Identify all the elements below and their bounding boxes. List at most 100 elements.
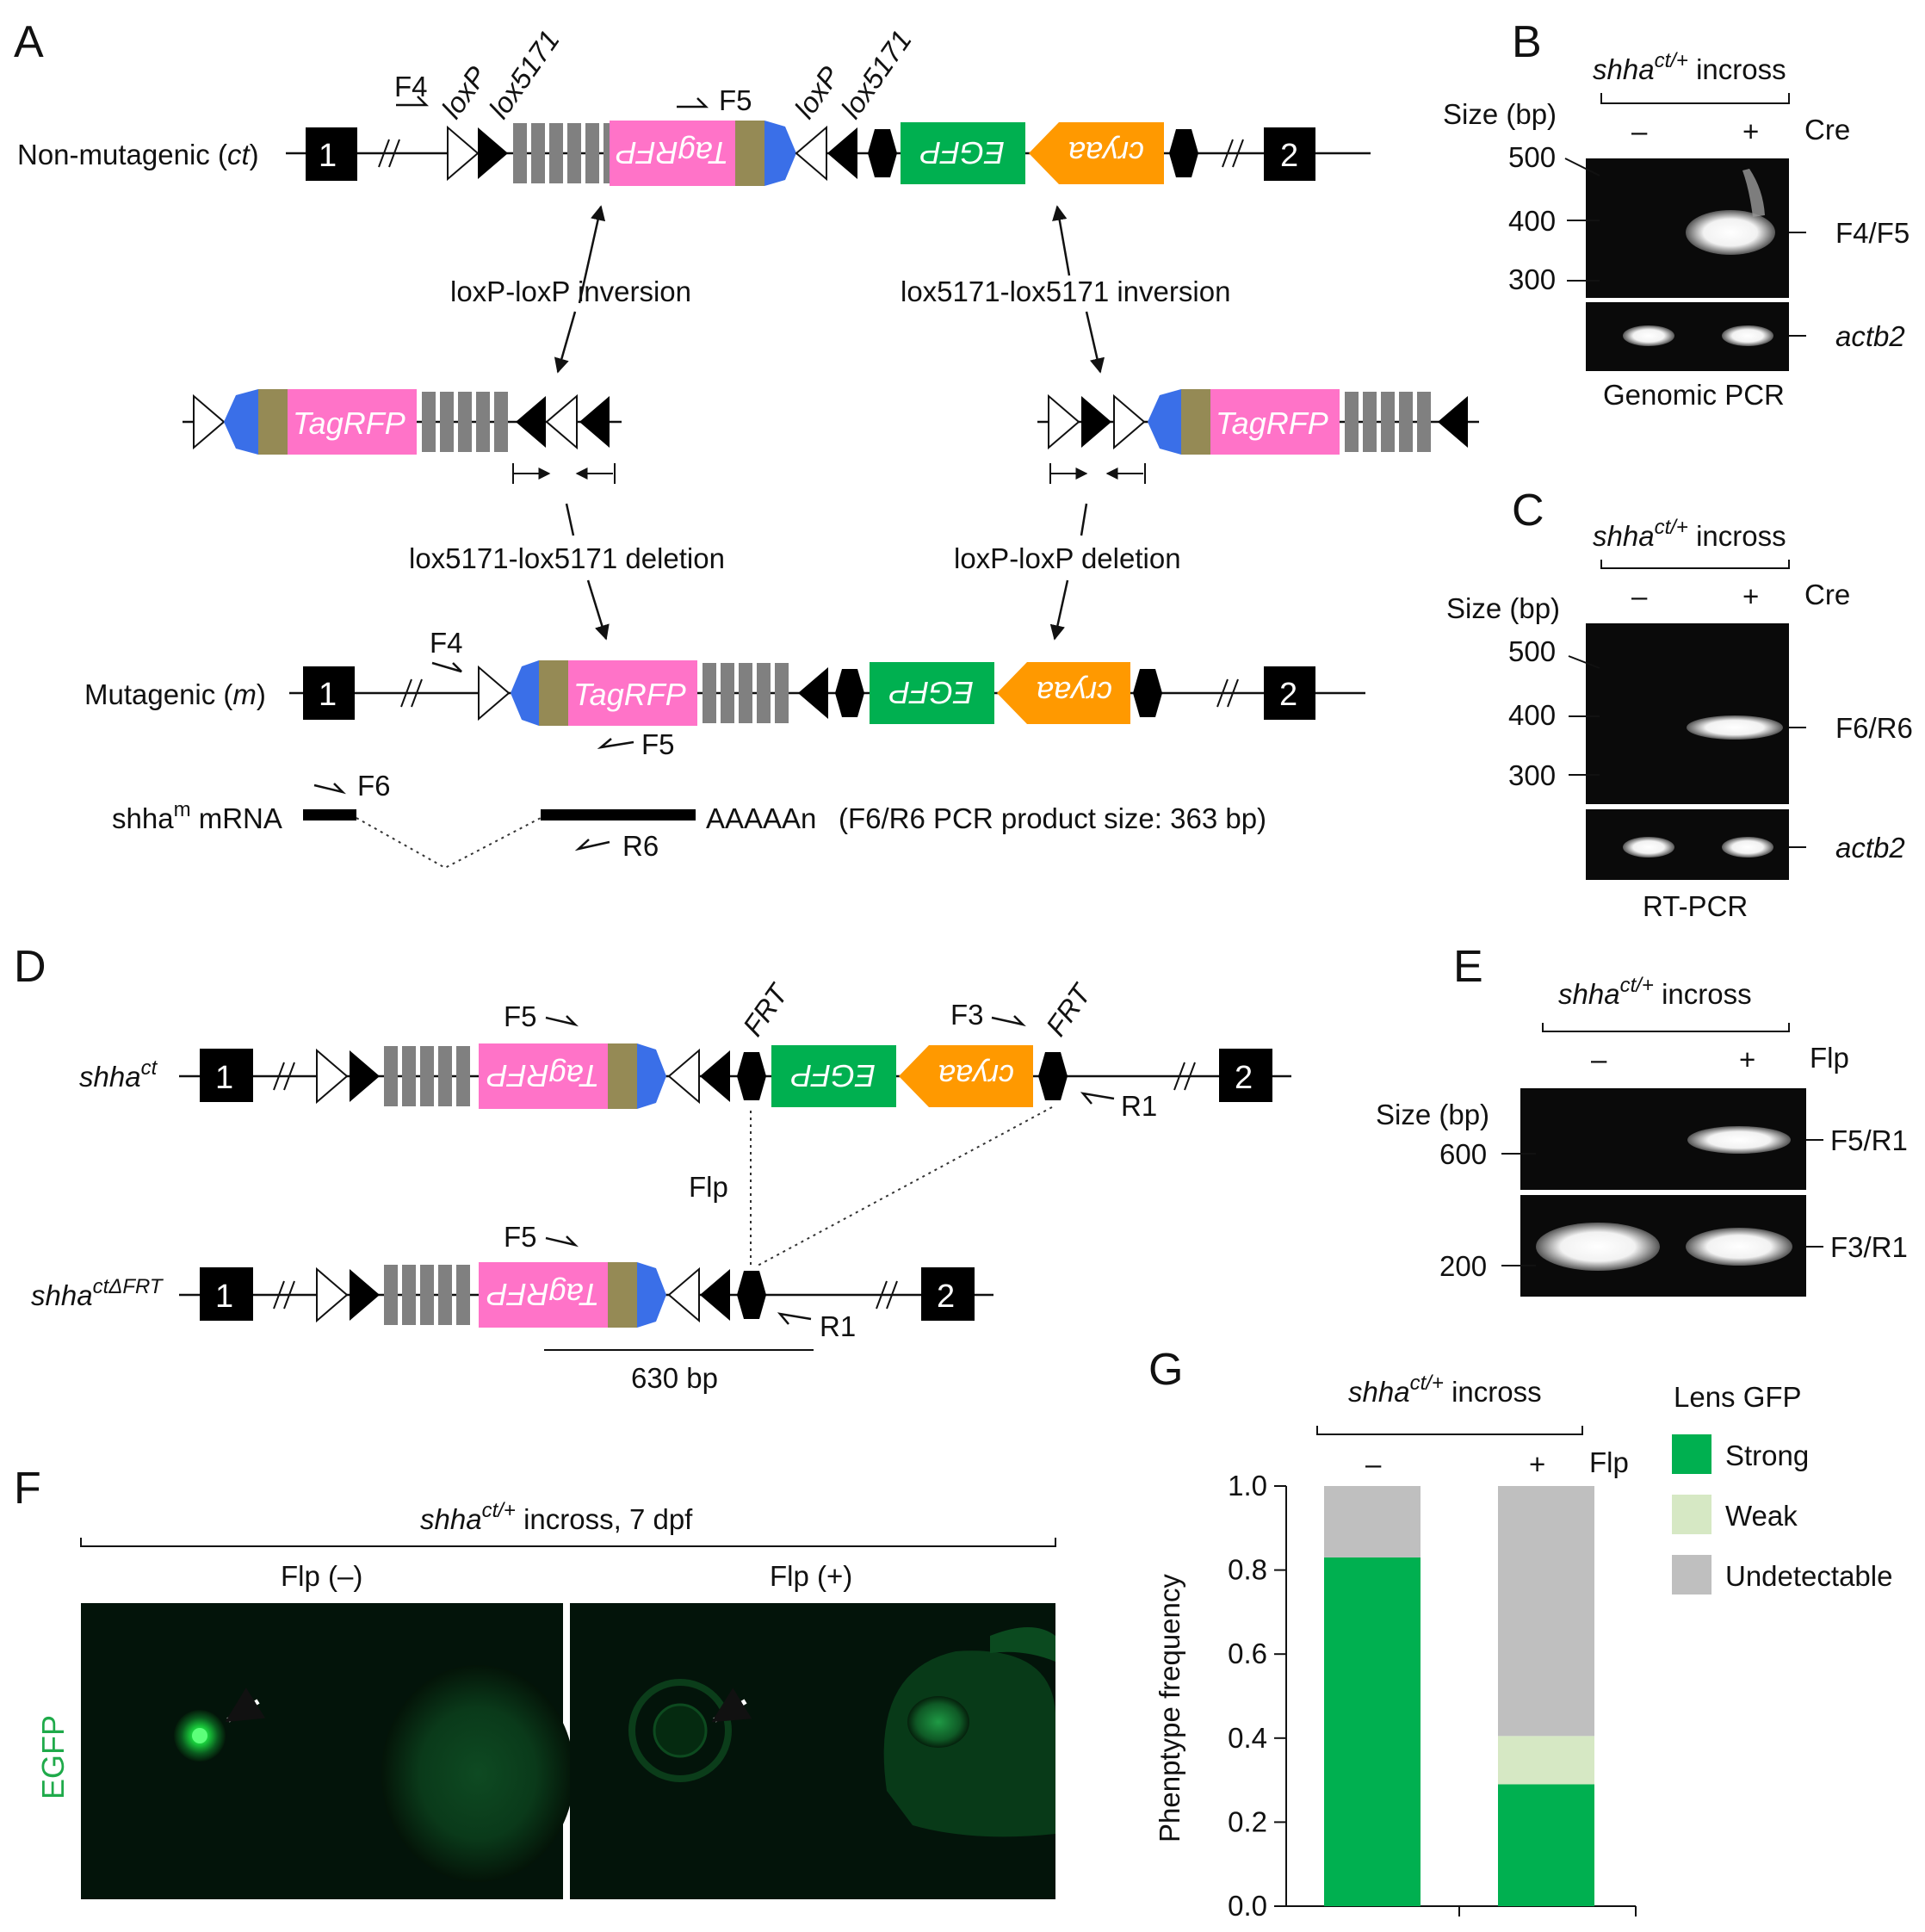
tagrfp-label: TagRFP	[1216, 406, 1328, 441]
ladder-300: 300	[1508, 759, 1556, 791]
primer-f4-label: F4	[394, 71, 428, 102]
exon-2-label: 2	[1279, 677, 1297, 713]
bar-undetectable-flp-plus	[1498, 1486, 1594, 1737]
shhact-dfrt-construct: shhactΔFRT 1 TagRFP 2 F5	[31, 1221, 993, 1394]
band-label-actb2: actb2	[1835, 832, 1905, 864]
tagrfp-label: TagRFP	[293, 406, 405, 441]
primer-r6-label: R6	[622, 830, 659, 862]
exon-1	[306, 127, 357, 181]
size-label: Size (bp)	[1376, 1099, 1489, 1130]
inversion-arrow-up	[1052, 205, 1071, 276]
break-mark	[378, 139, 400, 168]
loxp-inversion-label: loxP-loxP inversion	[450, 276, 691, 307]
primer-r1-arrow	[1080, 1092, 1115, 1105]
intermediate-right: TagRFP	[1037, 389, 1479, 484]
mutagenic-label: Mutagenic (m)	[84, 678, 266, 710]
channel-label: EGFP	[35, 1715, 71, 1799]
legend-swatch-weak	[1672, 1495, 1711, 1534]
lox5171-site	[478, 127, 508, 179]
primer-f3-arrow	[991, 1015, 1026, 1027]
ladder-500: 500	[1508, 635, 1556, 667]
inversion-arrow-down	[1085, 311, 1105, 374]
panel-c-letter: C	[1512, 486, 1544, 536]
frt-site	[868, 129, 897, 177]
legend: Lens GFP Strong Weak Undetectable	[1672, 1381, 1892, 1595]
deletion-arrow	[1049, 579, 1069, 641]
cryaa-label-inverted: cryaa	[1068, 135, 1144, 170]
lox5171-site-reverse	[827, 127, 857, 179]
linker-box	[735, 121, 764, 186]
mutagenic-construct: Mutagenic (m) 1 TagRFP EGFP cryaa	[84, 627, 1365, 760]
y-tick-label: 0.4	[1228, 1722, 1267, 1754]
band-f3r1-minus	[1536, 1223, 1660, 1271]
primer-r1-label: R1	[1121, 1090, 1157, 1122]
panel-a: A Non-mutagenic (ct) 1 TagRFP EGFP	[14, 17, 1479, 870]
loxp-deletion-label: loxP-loxP deletion	[954, 542, 1181, 574]
shhact-dfrt-label: shhactΔFRT	[31, 1275, 164, 1311]
enzyme-label: Cre	[1804, 579, 1850, 610]
primer-f5-arrow	[597, 738, 634, 749]
band-actb2-plus	[1722, 325, 1773, 346]
panel-f: F shhact/+ incross, 7 dpf Flp (–) Flp (+…	[14, 1464, 1056, 1899]
band-label-f6r6: F6/R6	[1835, 712, 1913, 744]
primer-f5-arrow	[677, 97, 709, 108]
image-title: shhact/+ incross, 7 dpf	[420, 1499, 693, 1535]
frt-site	[737, 1052, 766, 1100]
primer-r6-arrow	[574, 839, 610, 851]
condition-right-label: Flp (+)	[770, 1560, 852, 1592]
legend-swatch-strong	[1672, 1434, 1711, 1474]
cryaa-label-inverted: cryaa	[1037, 675, 1112, 710]
y-tick-label: 1.0	[1228, 1470, 1267, 1502]
arrow-icon	[225, 1687, 266, 1723]
y-axis: 0.00.20.40.60.81.0	[1228, 1470, 1637, 1922]
gel-title: shhact/+ incross	[1593, 516, 1786, 552]
band-actb2-minus	[1623, 837, 1674, 858]
frt-site	[1038, 1052, 1068, 1100]
exon-2	[1264, 127, 1315, 181]
loxp-label: loxP	[435, 60, 492, 124]
arrow-icon	[711, 1687, 752, 1723]
lox5171-label: lox5171	[834, 24, 918, 124]
band-f4f5	[1686, 210, 1775, 255]
ladder-500: 500	[1508, 141, 1556, 173]
panel-a-letter: A	[14, 17, 44, 67]
primer-f4-arrow	[431, 661, 462, 673]
stop-cassette	[513, 123, 617, 183]
band-f6r6	[1687, 715, 1783, 740]
gel-title: shhact/+ incross	[1593, 49, 1786, 85]
exon-1-label: 1	[319, 677, 337, 713]
loxp-label: loxP	[788, 60, 845, 124]
ladder-400: 400	[1508, 699, 1556, 731]
bar-strong-flp-minus	[1324, 1557, 1421, 1906]
exon-2-label: 2	[937, 1279, 955, 1315]
category-plus: +	[1529, 1448, 1545, 1480]
ladder-400: 400	[1508, 205, 1556, 237]
bar-strong-flp-plus	[1498, 1784, 1594, 1906]
panel-b-letter: B	[1512, 17, 1542, 67]
primer-f5-label: F5	[504, 1000, 537, 1032]
cryaa-arrow	[1029, 122, 1164, 184]
legend-label-undetectable: Undetectable	[1725, 1560, 1892, 1592]
flp-dotted-line	[757, 1106, 1053, 1266]
lane-minus: –	[1631, 580, 1648, 612]
panel-f-letter: F	[14, 1464, 41, 1514]
exon-1-label: 1	[215, 1060, 233, 1096]
loxp-site	[447, 125, 480, 182]
band-f3r1-plus	[1686, 1228, 1792, 1266]
intermediate-left: TagRFP	[183, 389, 622, 484]
lox5171-deletion-label: lox5171-lox5171 deletion	[409, 542, 725, 574]
inversion-arrow-up	[578, 205, 606, 304]
band-actb2-plus	[1722, 837, 1773, 858]
group-label: Flp	[1589, 1446, 1629, 1478]
legend-label-weak: Weak	[1725, 1500, 1798, 1532]
shhact-construct: shhact 1 TagRFP EGFP cryaa	[79, 976, 1291, 1122]
primer-f4-label: F4	[430, 627, 463, 659]
y-tick-label: 0.6	[1228, 1638, 1267, 1669]
tagrfp-box	[610, 121, 735, 186]
frt-label: FRT	[1039, 976, 1098, 1042]
exon-2-label: 2	[1280, 138, 1298, 174]
primer-f4-arrow	[396, 96, 430, 107]
break-mark	[1222, 139, 1244, 168]
panel-g: G shhact/+ incross – + Flp Phenptype fre…	[1148, 1345, 1892, 1922]
